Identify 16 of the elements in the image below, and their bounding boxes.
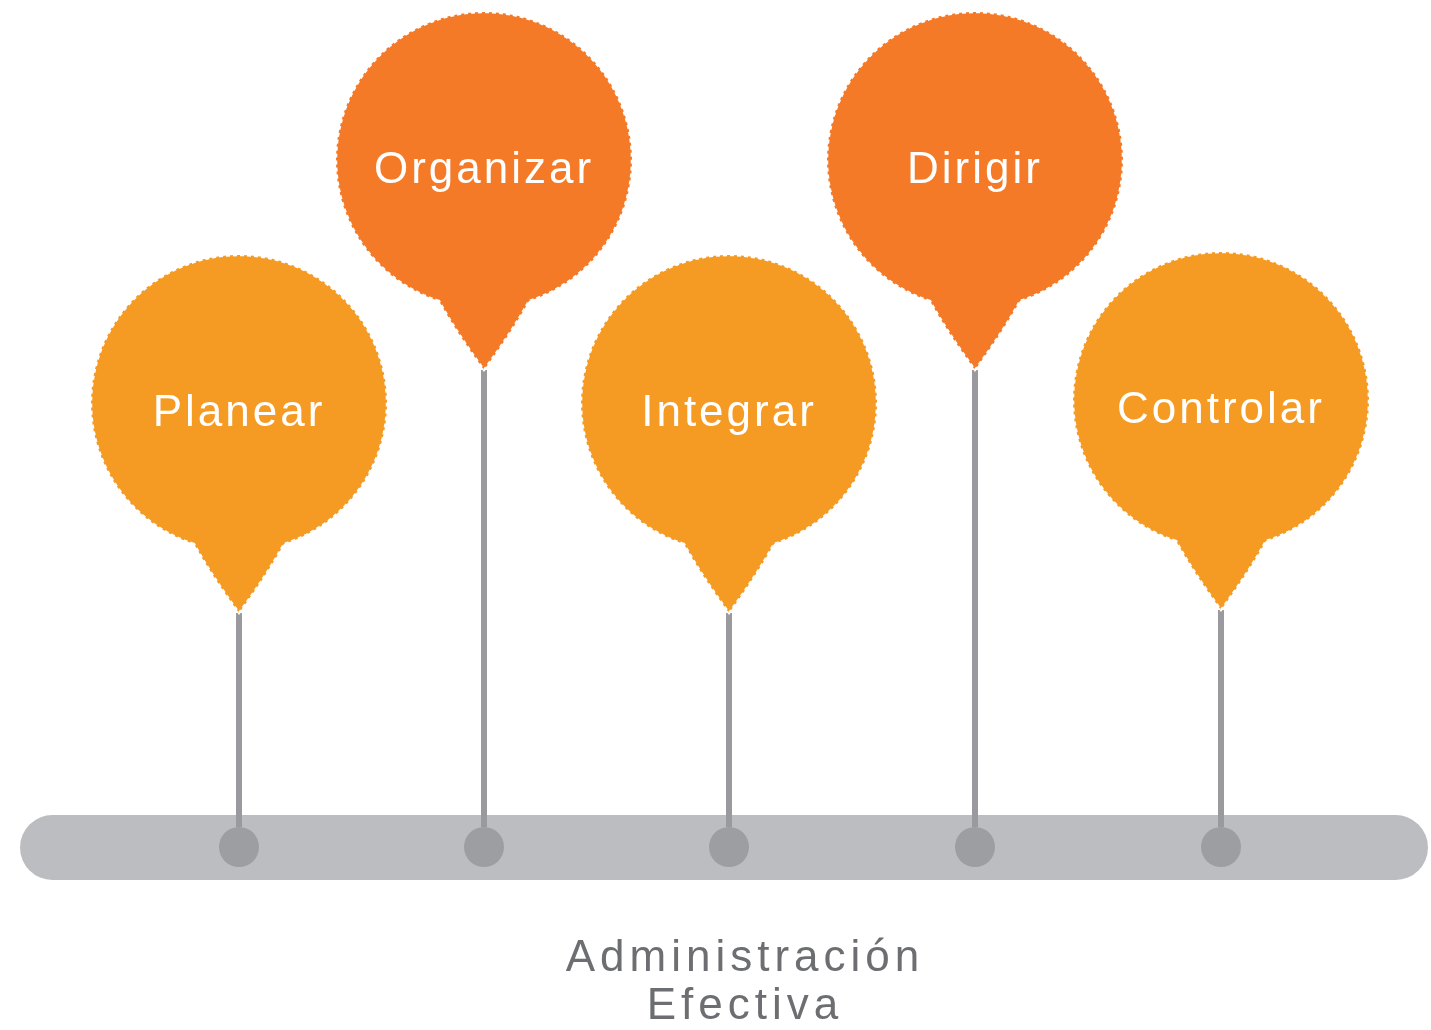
pin-label: Integrar xyxy=(641,386,817,436)
joint-dot xyxy=(955,827,995,867)
joint-dot xyxy=(464,827,504,867)
pin-label: Controlar xyxy=(1117,383,1325,433)
caption-text: Administración Efectiva xyxy=(564,932,926,1028)
connector-line xyxy=(1218,610,1224,827)
pin-label: Planear xyxy=(152,386,326,436)
joint-dot xyxy=(219,827,259,867)
joint-dot xyxy=(709,827,749,867)
joint-dot xyxy=(1201,827,1241,867)
connector-line xyxy=(236,613,242,827)
connector-line xyxy=(481,370,487,827)
pin-label: Dirigir xyxy=(907,143,1043,193)
connector-line xyxy=(972,370,978,827)
pin-label: Organizar xyxy=(373,143,595,193)
connector-line xyxy=(726,613,732,827)
